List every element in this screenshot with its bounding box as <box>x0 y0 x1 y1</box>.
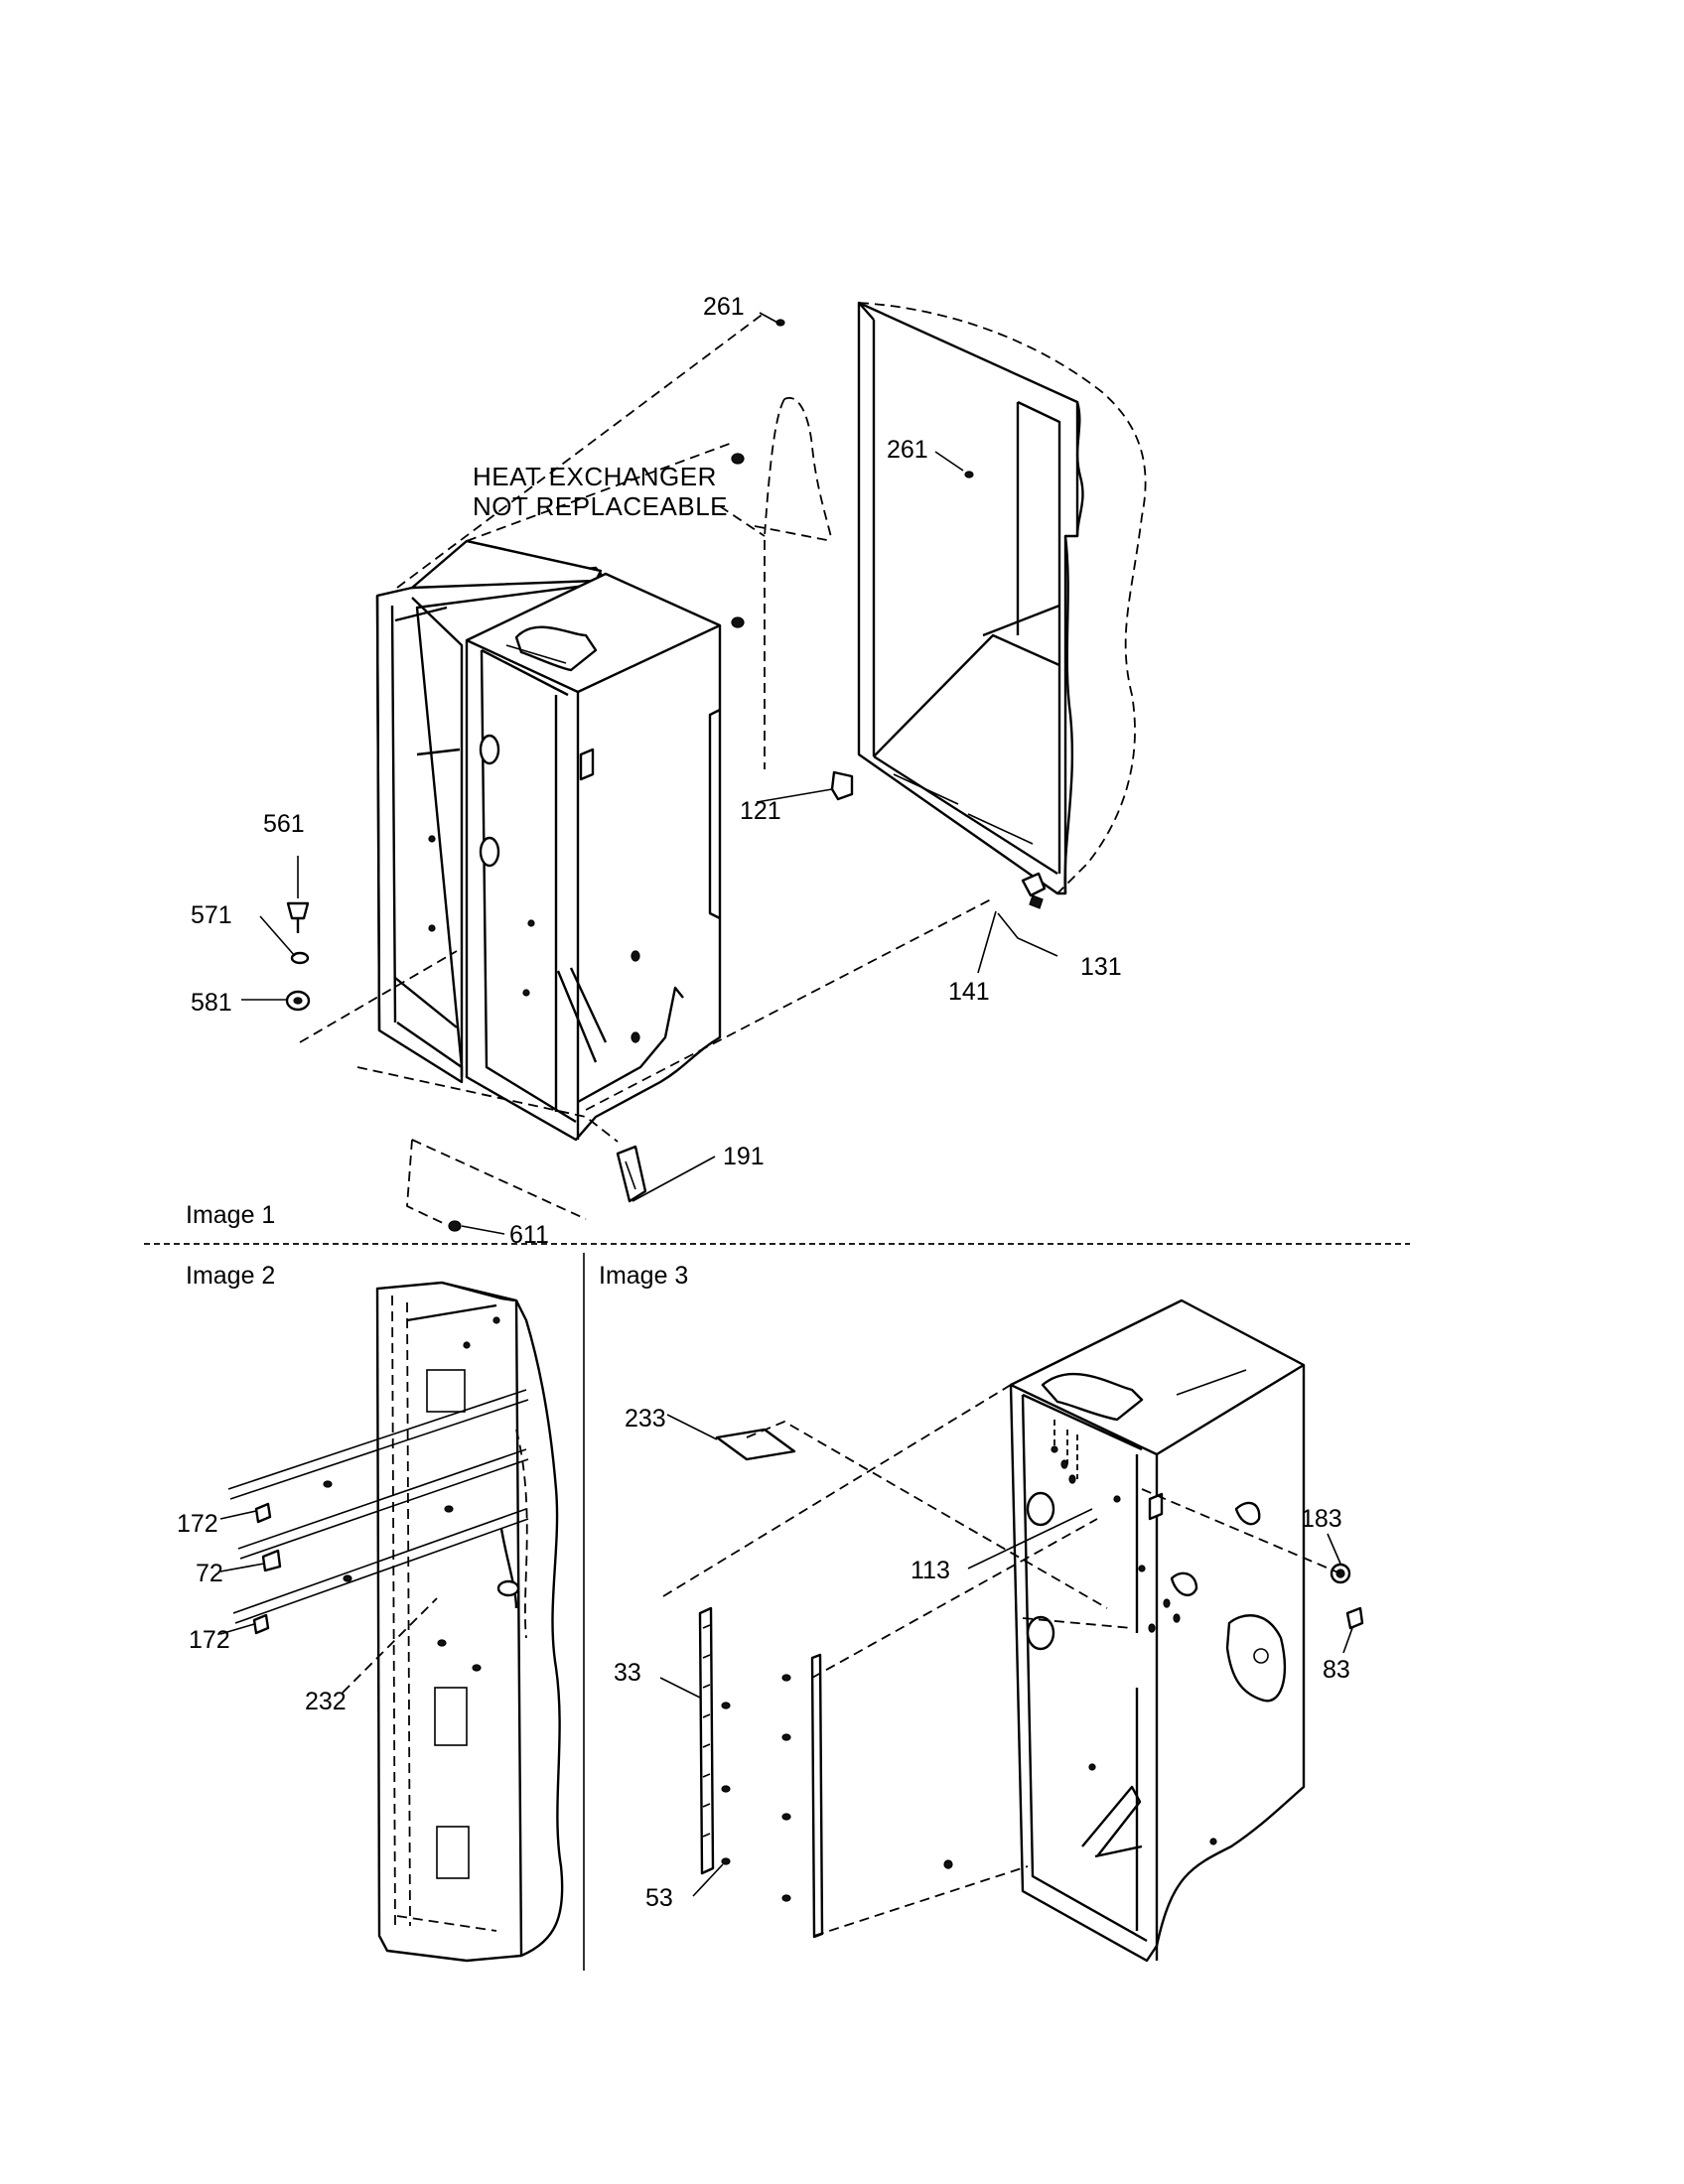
callout-83: 83 <box>1323 1656 1350 1684</box>
part-561 <box>286 901 310 920</box>
image2-assembly: Image 2 <box>177 1262 564 1963</box>
callout-141: 141 <box>948 978 990 1006</box>
leaders-image2 <box>219 1510 438 1694</box>
callout-131: 131 <box>1080 953 1122 981</box>
callout-232: 232 <box>305 1688 347 1715</box>
callout-261-right: 261 <box>887 436 928 464</box>
callout-183: 183 <box>1301 1505 1342 1533</box>
cabinet-liner-back <box>731 301 1147 909</box>
image1-assembly: HEAT EXCHANGER NOT REPLACEABLE 261 261 1… <box>186 293 1147 1249</box>
note-line1: HEAT EXCHANGER <box>473 462 717 491</box>
liner-back-view <box>375 1281 564 1963</box>
shelf-rails <box>698 1606 824 1939</box>
callout-191: 191 <box>723 1143 765 1170</box>
callout-571: 571 <box>191 901 232 929</box>
shelf-brackets <box>227 1389 529 1635</box>
right-fittings <box>1330 1563 1364 1630</box>
section-dividers <box>144 1243 1410 1971</box>
callout-561: 561 <box>263 810 305 838</box>
section-label-image2: Image 2 <box>186 1262 275 1290</box>
part-53 <box>721 1857 731 1865</box>
callout-113: 113 <box>911 1557 950 1584</box>
callout-53: 53 <box>645 1884 673 1912</box>
callout-581: 581 <box>191 989 232 1017</box>
callout-72: 72 <box>196 1560 223 1587</box>
part-191 <box>616 1145 647 1203</box>
rail-33 <box>698 1606 715 1875</box>
section-label-image3: Image 3 <box>599 1262 688 1290</box>
part-571 <box>290 951 310 965</box>
fresh-food-liner-detail <box>943 1298 1306 1963</box>
freezer-liner <box>375 539 603 1084</box>
part-611 <box>448 1220 462 1232</box>
callout-172-bottom: 172 <box>189 1626 230 1654</box>
image3-assembly: Image 3 <box>599 1262 1364 1963</box>
callout-172-top: 172 <box>177 1510 218 1538</box>
section-label-image1: Image 1 <box>186 1201 275 1229</box>
fresh-food-liner <box>428 572 722 1142</box>
leaders-image3 <box>659 1414 1353 1897</box>
explode-lines-image1 <box>299 312 994 1225</box>
explode-lines-image3 <box>662 1384 1341 1937</box>
note-line2: NOT REPLACEABLE <box>473 491 728 521</box>
callout-611: 611 <box>509 1221 549 1249</box>
part-83 <box>1345 1606 1364 1630</box>
callout-121: 121 <box>740 797 781 825</box>
callout-233: 233 <box>625 1405 666 1433</box>
part-233 <box>715 1428 796 1461</box>
callout-261-top: 261 <box>703 293 745 321</box>
leveler-parts <box>285 901 647 1232</box>
leaders-image1 <box>241 312 1058 1235</box>
callout-33: 33 <box>614 1659 641 1687</box>
